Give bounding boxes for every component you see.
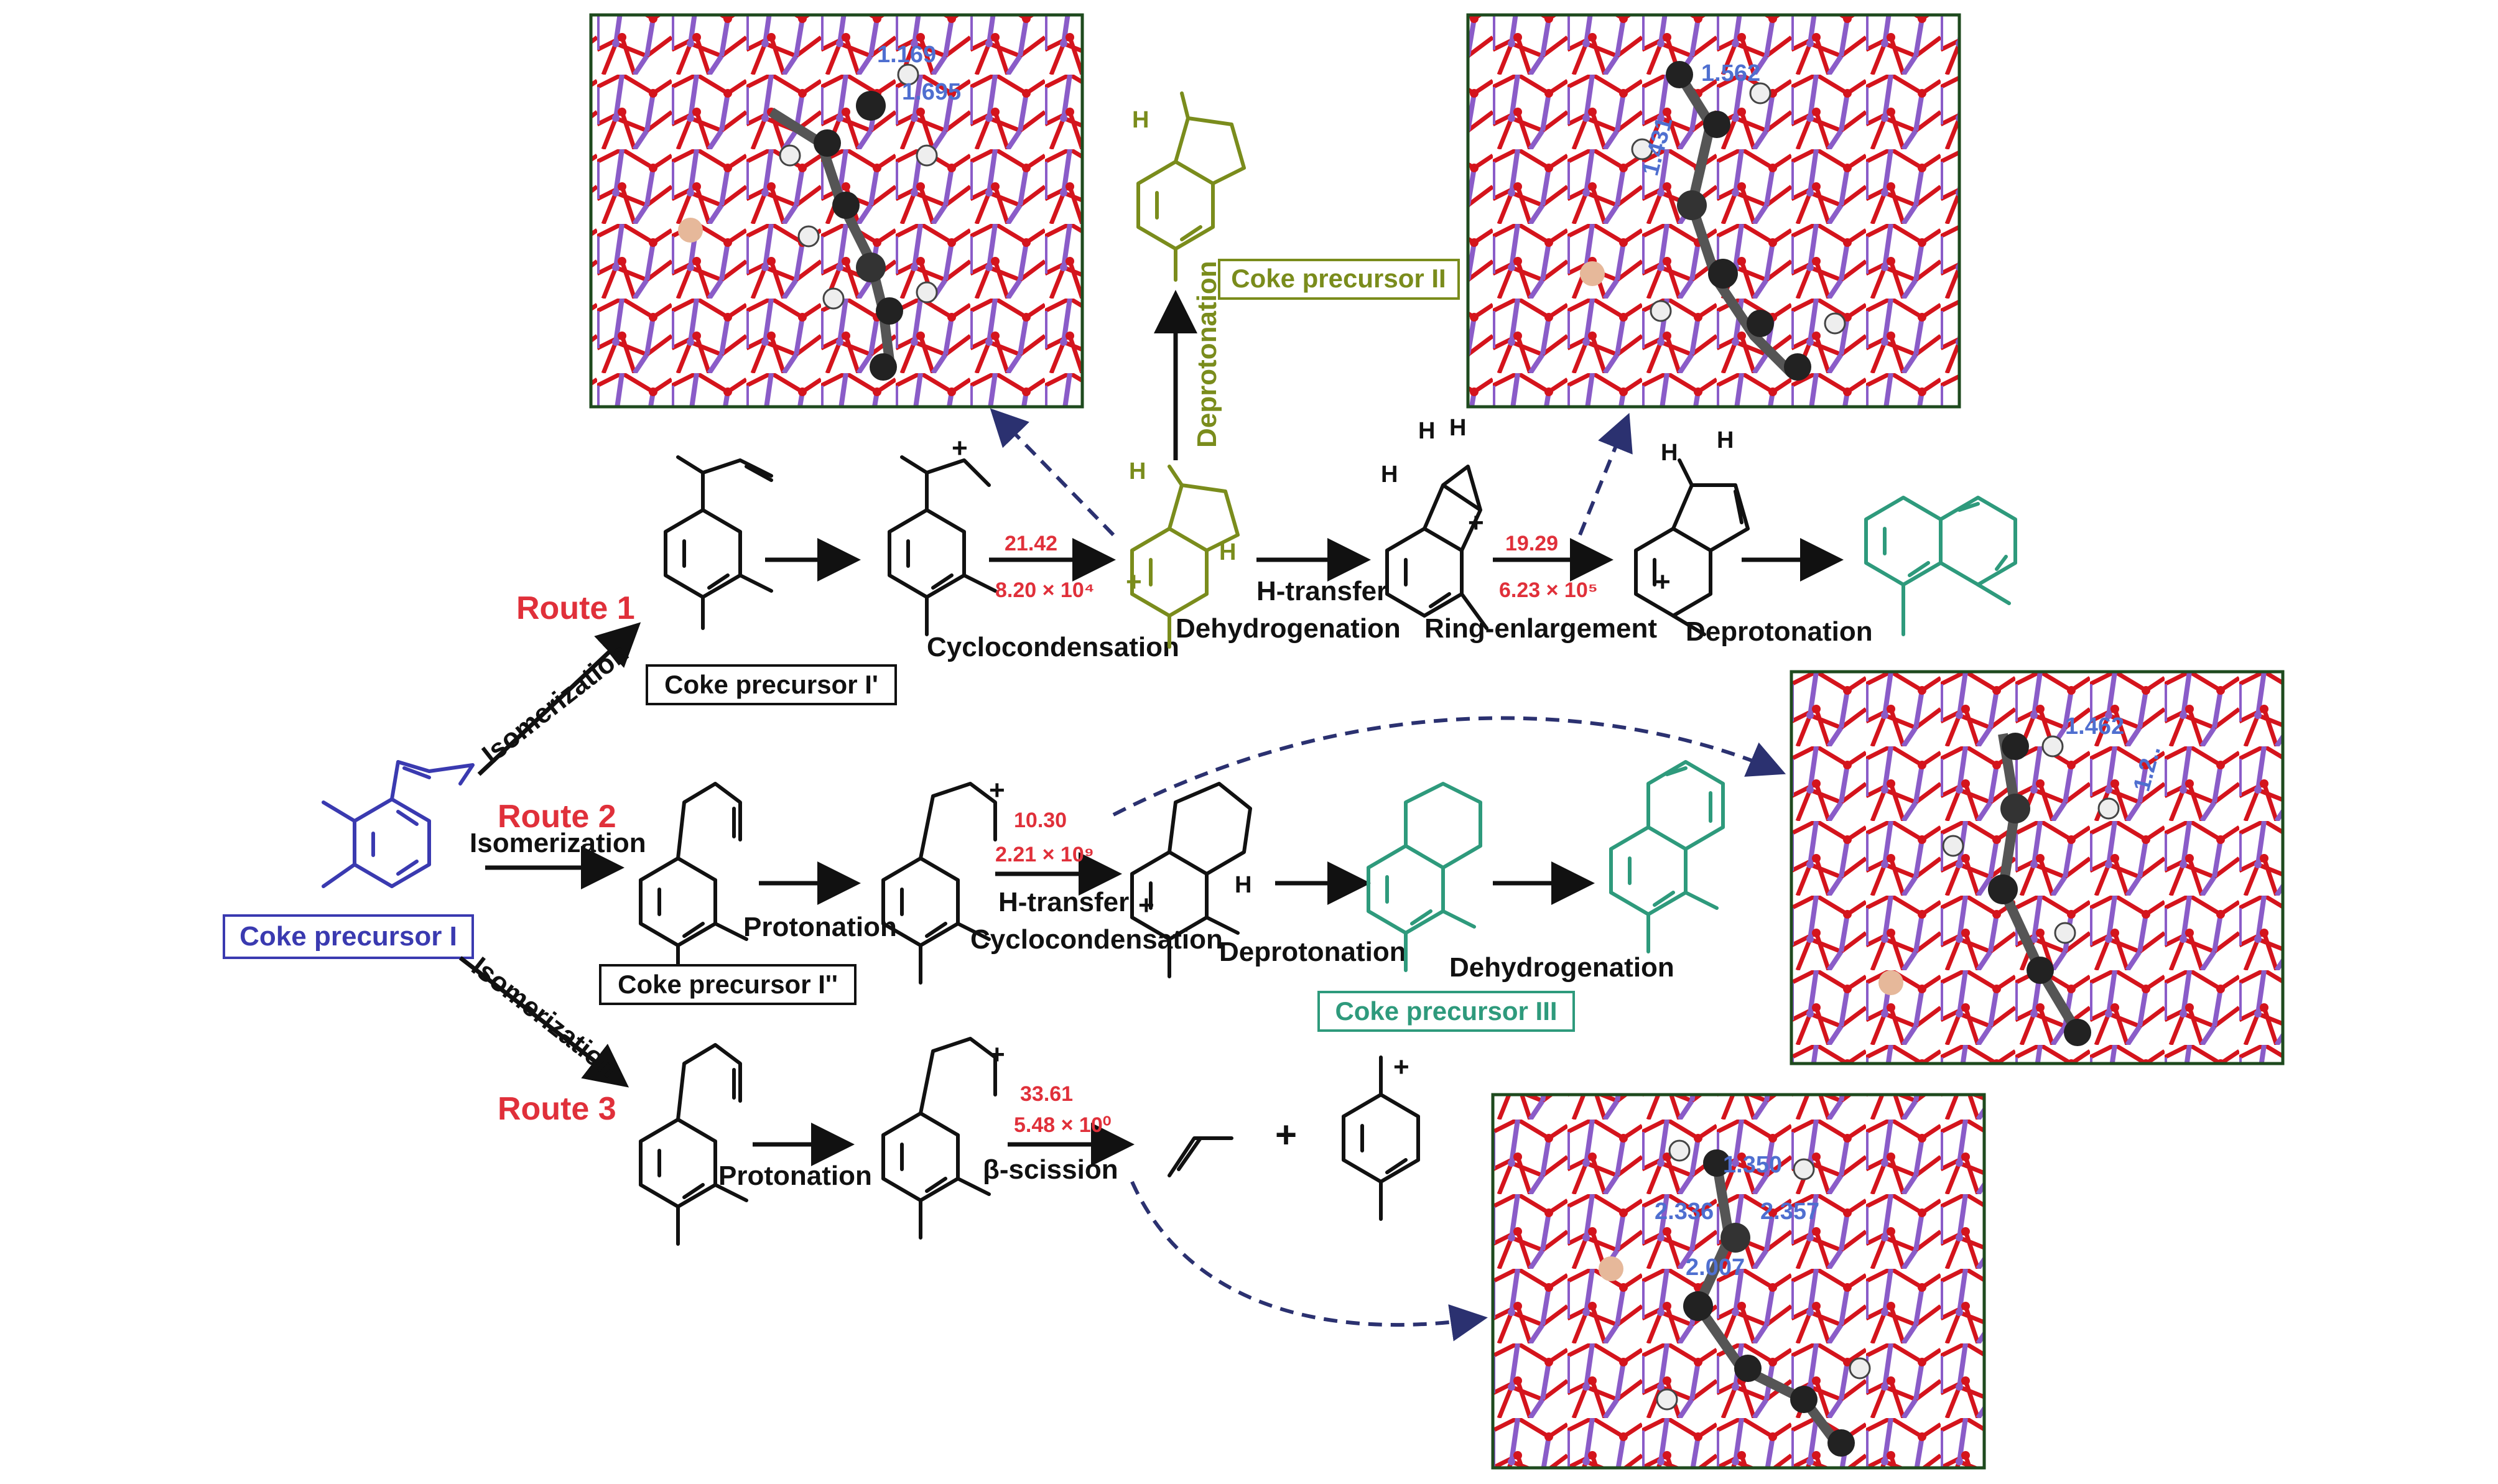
h-label: H bbox=[1717, 427, 1734, 453]
coke-precursor-I-prime-label: Coke precursor I' bbox=[664, 670, 878, 699]
snapshot-panel-4: 1.350 2.336 2.357 2.007 bbox=[1491, 1093, 1986, 1470]
dashed-arrow bbox=[990, 408, 1115, 537]
label-box-precursor-I-prime bbox=[646, 664, 897, 705]
barrier-label: 21.42 bbox=[1005, 532, 1057, 555]
route-1-naphthalenium bbox=[1634, 458, 1750, 636]
h-label: H bbox=[1235, 872, 1251, 898]
label-box-precursor-I-double-prime bbox=[599, 964, 857, 1005]
route-1-label: Route 1 bbox=[516, 590, 635, 626]
propene-molecule bbox=[1168, 1136, 1233, 1177]
coke-precursor-I-double-prime-label: Coke precursor I'' bbox=[618, 970, 838, 999]
branch-arrow-route-3 bbox=[458, 956, 629, 1088]
branch-arrow-route-1 bbox=[477, 622, 641, 776]
distance-label: 2.336 bbox=[1655, 1199, 1714, 1225]
h-label: H bbox=[1449, 415, 1466, 441]
adsorbed-molecule-4 bbox=[1599, 1139, 1871, 1457]
dehydrogenation-label: Dehydrogenation bbox=[1449, 952, 1674, 983]
plus-sign: + bbox=[1275, 1114, 1297, 1156]
h-label: H bbox=[1129, 458, 1146, 485]
plus-charge: + bbox=[952, 433, 968, 463]
route-3-carbocation bbox=[881, 1037, 997, 1240]
route-2-label: Route 2 bbox=[498, 799, 616, 835]
snapshot-panel-3: 1.462 1.2.. bbox=[1790, 670, 2285, 1065]
label-box-precursor-II bbox=[1218, 259, 1460, 300]
route-2-carbocation bbox=[881, 782, 997, 985]
h-label: H bbox=[1418, 418, 1435, 444]
snapshot-panel-1: 1.169 1.695 bbox=[589, 13, 1084, 409]
dehydrogenation-label: Dehydrogenation bbox=[1176, 613, 1401, 644]
distance-label: 2.357 bbox=[1760, 1199, 1819, 1225]
dashed-arrow bbox=[1578, 412, 1633, 536]
distance-label: 1.562 bbox=[1701, 60, 1760, 86]
beta-scission-label: β-scission bbox=[983, 1154, 1118, 1185]
adsorbed-molecule-3 bbox=[1878, 733, 2120, 1046]
plus-charge: + bbox=[1655, 567, 1671, 597]
distance-label: 1.169 bbox=[877, 42, 936, 68]
dashed-links bbox=[990, 408, 1786, 1342]
rate-constant-label: 2.21 × 10⁹ bbox=[995, 843, 1094, 866]
isomerization-label: Isomerization bbox=[476, 638, 634, 770]
route-1-carbocation bbox=[888, 455, 997, 636]
rate-constant-label: 5.48 × 10⁰ bbox=[1014, 1113, 1111, 1137]
protonation-label: Protonation bbox=[718, 1161, 872, 1191]
protonation-label: Protonation bbox=[743, 912, 897, 942]
distance-label: 1.462 bbox=[2065, 713, 2124, 740]
deprotonation-label: Deprotonation bbox=[1219, 937, 1406, 967]
route-2-molecule-a bbox=[639, 782, 748, 985]
h-transfer-label: H-transfer bbox=[1256, 576, 1387, 606]
coke-precursor-III-label: Coke precursor III bbox=[1335, 996, 1557, 1026]
adsorbed-molecule-1 bbox=[678, 63, 938, 381]
plus-charge: + bbox=[989, 1039, 1005, 1070]
snapshot-panel-2: 1.562 1.431 bbox=[1466, 13, 1961, 409]
rate-constant-label: 8.20 × 10⁴ bbox=[995, 578, 1095, 602]
dashed-arrow bbox=[1130, 1180, 1488, 1342]
rate-constant-label: 6.23 × 10⁵ bbox=[1499, 578, 1598, 602]
h-transfer-label: H-transfer bbox=[998, 887, 1129, 917]
coke-precursor-I-label: Coke precursor I bbox=[239, 921, 457, 952]
tetralin-molecule bbox=[1367, 782, 1482, 972]
h-label: H bbox=[1381, 461, 1398, 488]
h-label: H bbox=[1661, 440, 1678, 466]
route-1-indanyl-cation bbox=[1130, 465, 1240, 649]
h-label: H bbox=[1219, 539, 1236, 565]
h-label: H bbox=[1132, 107, 1149, 133]
barrier-label: 19.29 bbox=[1505, 532, 1558, 555]
barrier-label: 33.61 bbox=[1020, 1082, 1073, 1106]
methylnaphthalene-route-1 bbox=[1864, 496, 2017, 636]
ring-enlargement-label: Ring-enlargement bbox=[1424, 613, 1657, 644]
label-box-precursor-III bbox=[1317, 991, 1575, 1032]
plus-charge: + bbox=[1393, 1052, 1409, 1082]
deprotonation-vertical-label: Deprotonation bbox=[1192, 261, 1222, 448]
plus-charge: + bbox=[989, 775, 1005, 805]
route-3-label: Route 3 bbox=[498, 1091, 616, 1127]
route-1-molecule-a bbox=[664, 455, 773, 630]
route-2-tetralinyl-cation bbox=[1130, 782, 1252, 978]
coke-precursor-II-label: Coke precursor II bbox=[1231, 264, 1446, 293]
indane-molecule bbox=[1136, 91, 1246, 282]
distance-label: 1.350 bbox=[1723, 1152, 1782, 1178]
route-1-bicyclic-cation bbox=[1385, 465, 1488, 630]
tolyl-cation bbox=[1342, 1055, 1420, 1221]
cyclocondensation-label: Cyclocondensation bbox=[970, 924, 1223, 955]
distance-label: 1.695 bbox=[902, 79, 961, 105]
label-box-precursor-I bbox=[223, 914, 474, 959]
distance-label: 2.007 bbox=[1686, 1254, 1745, 1281]
cyclocondensation-label: Cyclocondensation bbox=[927, 632, 1179, 662]
molecule-coke-precursor-I bbox=[322, 760, 475, 888]
deprotonation-label: Deprotonation bbox=[1686, 616, 1873, 647]
plus-charge: + bbox=[1138, 890, 1154, 921]
isomerization-label: Isomerization bbox=[470, 828, 646, 858]
route-3-molecule-a bbox=[639, 1043, 748, 1246]
plus-charge: + bbox=[1126, 567, 1142, 597]
adsorbed-molecule-2 bbox=[1580, 61, 1846, 381]
barrier-label: 10.30 bbox=[1014, 809, 1067, 832]
dashed-arrow bbox=[1112, 716, 1786, 817]
plus-charge: + bbox=[1468, 508, 1484, 538]
methylnaphthalene-route-2 bbox=[1609, 760, 1725, 953]
